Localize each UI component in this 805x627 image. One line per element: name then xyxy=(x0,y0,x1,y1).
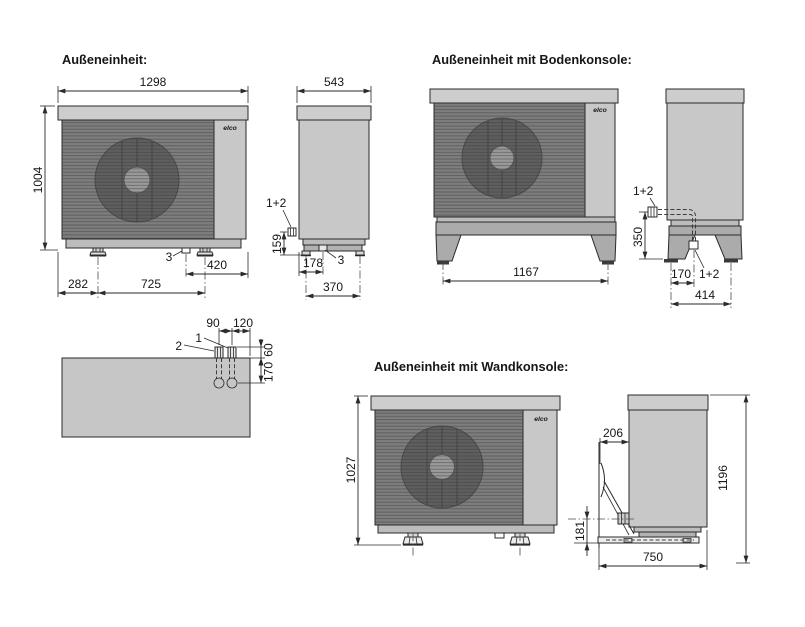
dim-wc-height: 1027 xyxy=(344,456,358,483)
dim-edge-to-drain: 178 xyxy=(303,256,323,270)
wcs-base-inner xyxy=(638,531,697,538)
wc-grille-slats xyxy=(375,410,523,525)
plan-pipe2-bend xyxy=(213,377,225,389)
fc-leg-right xyxy=(590,234,617,262)
fcs-console-rail xyxy=(668,225,742,236)
fc-base xyxy=(436,216,616,223)
dim-wcs-depth: 750 xyxy=(643,550,663,564)
dim-foot-spacing: 725 xyxy=(141,277,161,291)
plan-pipe2-end xyxy=(214,346,224,359)
brand-logo: elco xyxy=(223,125,237,132)
plan-body xyxy=(61,357,251,438)
fcs-body xyxy=(666,102,744,221)
unit-top-cap xyxy=(57,105,249,121)
dim-pipe-to-edge: 120 xyxy=(233,316,253,330)
foot-right xyxy=(196,247,214,257)
dim-edge-to-foot: 282 xyxy=(68,277,88,291)
wc-top-cap xyxy=(370,395,561,411)
unit-base xyxy=(65,238,242,249)
condensate-drain xyxy=(181,247,191,254)
callout-pipe2: 2 xyxy=(175,339,182,353)
dim-pipe-spacing: 90 xyxy=(206,316,220,330)
dim-foot-to-pipe: 170 xyxy=(671,267,691,281)
floor-console-side-view: 1+2 1+2 350 170 414 xyxy=(631,88,745,308)
wc-side-panel xyxy=(522,409,558,526)
side-base xyxy=(302,238,366,246)
plan-pipe1-bend xyxy=(226,377,238,389)
dim-edge-to-bend: 170 xyxy=(262,362,276,382)
fcs-top-cap xyxy=(665,88,745,104)
bracket-strut xyxy=(603,480,635,535)
floor-console-front-view: elco 1167 xyxy=(429,88,619,285)
dim-drain-to-edge: 420 xyxy=(207,258,227,272)
wc-base xyxy=(377,524,555,534)
wcs-body xyxy=(628,409,708,528)
wall-hook xyxy=(600,462,605,498)
fc-top-cap xyxy=(429,88,619,104)
dim-console-height: 350 xyxy=(631,227,645,247)
fc-brand-logo: elco xyxy=(593,107,607,114)
plan-pipe1-end xyxy=(227,346,237,359)
dim-pipe-stickout: 60 xyxy=(262,343,276,357)
dim-wcs-pipe-height: 181 xyxy=(573,521,587,541)
fcs-pipe-stub xyxy=(647,206,658,218)
fc-leg-left xyxy=(435,234,462,262)
side-view: 543 1+2 159 3 178 370 xyxy=(266,75,372,300)
side-body xyxy=(298,119,370,240)
fc-side-panel xyxy=(584,102,616,218)
dim-wall-to-unit: 206 xyxy=(603,426,623,440)
callout-pipes: 1+2 xyxy=(266,196,287,210)
dim-fcs-foot-spacing: 414 xyxy=(695,288,715,302)
bracket-rail xyxy=(597,536,700,544)
fcs-callout-pipes-bottom: 1+2 xyxy=(699,267,720,281)
dim-pipe-height: 159 xyxy=(270,234,284,254)
foot-left xyxy=(89,247,107,257)
wcs-top-cap xyxy=(627,394,709,411)
wc-drain xyxy=(494,532,505,539)
fcs-base xyxy=(670,219,740,227)
unit-side-panel xyxy=(213,119,247,240)
dim-side-foot-spacing: 370 xyxy=(323,280,343,294)
dim-front-height: 1004 xyxy=(31,166,45,193)
title-wall-console: Außeneinheit mit Wandkonsole: xyxy=(374,359,568,374)
dim-console-foot-spacing: 1167 xyxy=(513,265,539,279)
dim-total-height: 1196 xyxy=(716,465,730,491)
side-base-inner xyxy=(303,244,363,252)
wall-console-side-view: 206 181 750 1196 xyxy=(568,394,750,570)
title-floor-console: Außeneinheit mit Bodenkonsole: xyxy=(432,52,632,67)
callout-drain-side: 3 xyxy=(338,253,345,267)
pipe-connections xyxy=(287,227,297,237)
dim-front-width: 1298 xyxy=(140,75,167,89)
wcs-pipe-clamp xyxy=(617,512,630,525)
fc-grille-slats xyxy=(434,103,585,217)
side-top-cap xyxy=(296,105,372,121)
fc-console-rail xyxy=(435,221,617,236)
callout-pipe1: 1 xyxy=(195,331,202,345)
title-outdoor-unit: Außeneinheit: xyxy=(62,52,147,67)
plan-view: 2 1 90 120 60 170 xyxy=(61,316,276,438)
wc-brand-logo: elco xyxy=(534,416,548,423)
side-drain xyxy=(318,244,328,252)
wcs-base xyxy=(633,526,702,533)
fcs-pipe-stub-bottom xyxy=(688,240,699,250)
front-view: 1298 1004 elco 3 xyxy=(31,75,249,299)
callout-drain: 3 xyxy=(166,250,173,264)
fcs-callout-pipes-top: 1+2 xyxy=(633,184,654,198)
grille-slats xyxy=(62,120,214,239)
dim-depth: 543 xyxy=(324,75,344,89)
wall-console-front-view: elco 1027 xyxy=(344,395,561,557)
fcs-leg-right xyxy=(714,234,743,260)
fcs-leg-left xyxy=(667,234,696,260)
